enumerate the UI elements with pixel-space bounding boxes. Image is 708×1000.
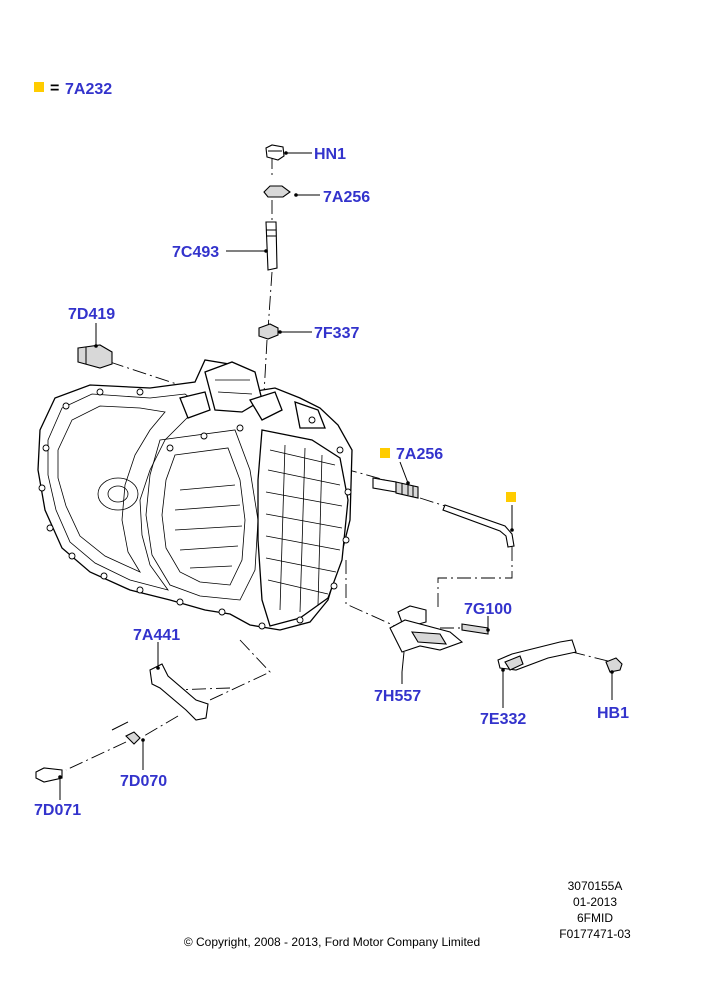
yellow-square-icon	[380, 448, 390, 458]
part-7f337-seal	[258, 323, 279, 340]
label-7d419[interactable]: 7D419	[68, 306, 115, 323]
info-block: 3070155A 01-2013 6FMID F0177471-03	[559, 879, 631, 941]
label-7e332[interactable]: 7E332	[480, 711, 526, 728]
label-7f337[interactable]: 7F337	[314, 325, 359, 342]
label-7h557[interactable]: 7H557	[374, 688, 421, 705]
legend-equals: =	[50, 80, 59, 97]
part-7g100-pin	[461, 623, 489, 635]
part-7a441-lever	[149, 663, 209, 721]
part-7a256-mid-bolt	[372, 477, 419, 499]
label-hb1[interactable]: HB1	[597, 705, 629, 722]
label-hn1[interactable]: HN1	[314, 146, 346, 163]
part-7d419-sensor	[77, 344, 113, 369]
leader-lines	[58, 151, 614, 800]
part-7d070-clip	[111, 721, 141, 745]
part-labels: HN1 7A256 7C493 7D419 7F337 7A256 7G100 …	[34, 146, 629, 819]
part-7c493-shaft	[265, 221, 278, 271]
label-7d070[interactable]: 7D070	[120, 773, 167, 790]
part-7d071-sensor	[35, 767, 63, 783]
label-7d071[interactable]: 7D071	[34, 802, 81, 819]
copyright: © Copyright, 2008 - 2013, Ford Motor Com…	[184, 935, 480, 949]
yellow-square-icon	[506, 492, 516, 502]
part-7a232-rod	[442, 504, 515, 548]
assembly-lines	[65, 155, 613, 771]
info-date: 01-2013	[573, 895, 617, 909]
transmission-case	[37, 359, 353, 631]
info-fig: F0177471-03	[559, 927, 631, 941]
label-7a441[interactable]: 7A441	[133, 627, 180, 644]
info-model: 6FMID	[577, 911, 613, 925]
info-ref: 3070155A	[568, 879, 623, 893]
part-7h557-selector	[389, 605, 464, 673]
legend-part-label[interactable]: 7A232	[65, 81, 112, 98]
legend: = 7A232	[34, 80, 112, 98]
part-7a256-top-lever	[263, 185, 291, 198]
label-7c493[interactable]: 7C493	[172, 244, 219, 261]
label-7a256-mid[interactable]: 7A256	[396, 446, 443, 463]
label-7a256-top[interactable]: 7A256	[323, 189, 370, 206]
label-7g100[interactable]: 7G100	[464, 601, 512, 618]
part-hb1-bolt	[605, 657, 623, 673]
part-hn1-nut	[265, 144, 285, 161]
part-7e332-bracket	[497, 639, 577, 671]
yellow-square-icon	[34, 82, 44, 92]
